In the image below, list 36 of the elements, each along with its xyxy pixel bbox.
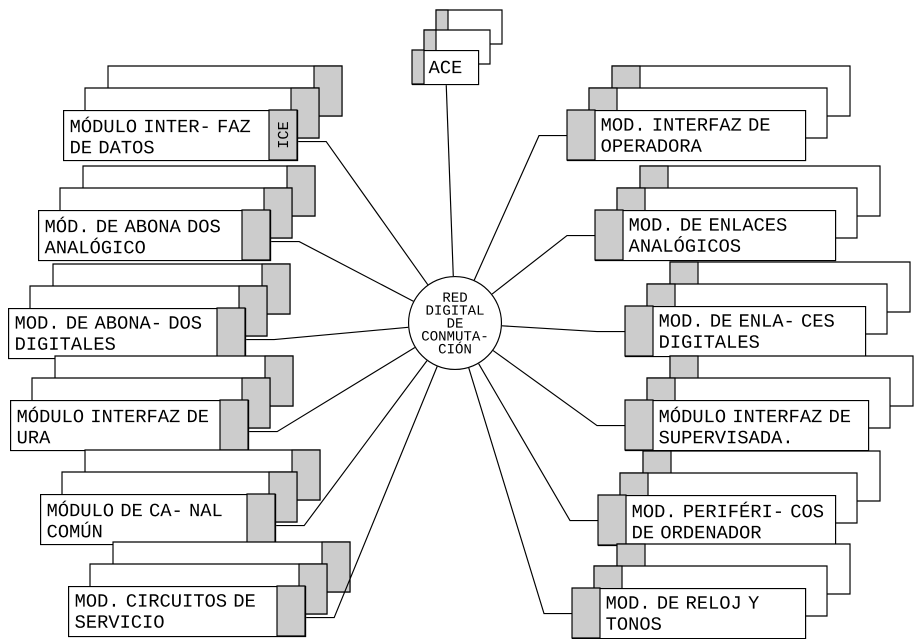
connector-line <box>306 366 438 618</box>
module-stack: MOD. CIRCUITOS DE SERVICIO <box>68 541 351 638</box>
connector-line <box>492 235 595 295</box>
connector-line <box>446 85 454 276</box>
node-label: MÓDULO INTERFAZ DE URA <box>18 406 208 444</box>
node-label: MOD. INTERFAZ DE OPERADORA <box>602 118 770 152</box>
connector-line <box>468 368 572 614</box>
module-stack: ACE <box>411 9 503 86</box>
node-label: MOD. DE ENLA- CES DIGITALES <box>660 314 834 348</box>
module-stack: MOD. DE ENLACES ANALÓGICOS <box>594 165 881 262</box>
module-stack: MOD. PERIFÉRI- COS DE ORDENADOR <box>597 450 881 546</box>
module-stack: MOD. DE ABONA- DOS DIGITALES <box>8 263 291 360</box>
node-label: ANALÓGICO <box>44 238 145 254</box>
connector-line <box>271 241 414 302</box>
module-stack: MOD. INTERFAZ DE OPERADORA <box>566 65 851 162</box>
module-stack: MÓDULO INTERFAZ DE URA <box>10 355 294 452</box>
node-label: MÓDULO INTERFAZ DE SUPERVISADA. <box>659 406 850 444</box>
connector-line <box>276 360 428 526</box>
node-label: ANALÓGICOS <box>628 236 740 252</box>
connector-line <box>492 350 625 426</box>
module-stack: MOD. DE ENLA- CES DIGITALES <box>624 261 911 358</box>
module-stack: MÓDULO INTERFAZ DE SUPERVISADA. <box>624 355 914 452</box>
module-stack: MÓD. DE ABONA DOS ANALÓGICO <box>38 165 316 262</box>
node-label: MOD. DE ABONA- DOS DIGITALES <box>16 316 202 350</box>
connector-line <box>478 363 598 522</box>
node-label: MOD. PERIFÉRI- COS DE ORDENADOR <box>632 502 824 538</box>
node-label: MÓDULO DE CA- NAL COMÚN <box>48 500 222 538</box>
module-stack: MÓDULO DE CA- NAL COMÚN <box>40 449 321 546</box>
module-stack: MÓDULO INTER- FAZ DE DATOS ICE <box>63 65 343 162</box>
module-stack: MOD. DE RELOJ Y TONOS <box>571 543 851 639</box>
connector-line <box>246 326 408 340</box>
node-label: MOD. DE RELOJ Y TONOS <box>606 596 759 630</box>
connector-line <box>249 347 416 432</box>
connector-line <box>502 325 625 332</box>
connector-line <box>474 135 567 280</box>
connector-line <box>298 141 428 285</box>
